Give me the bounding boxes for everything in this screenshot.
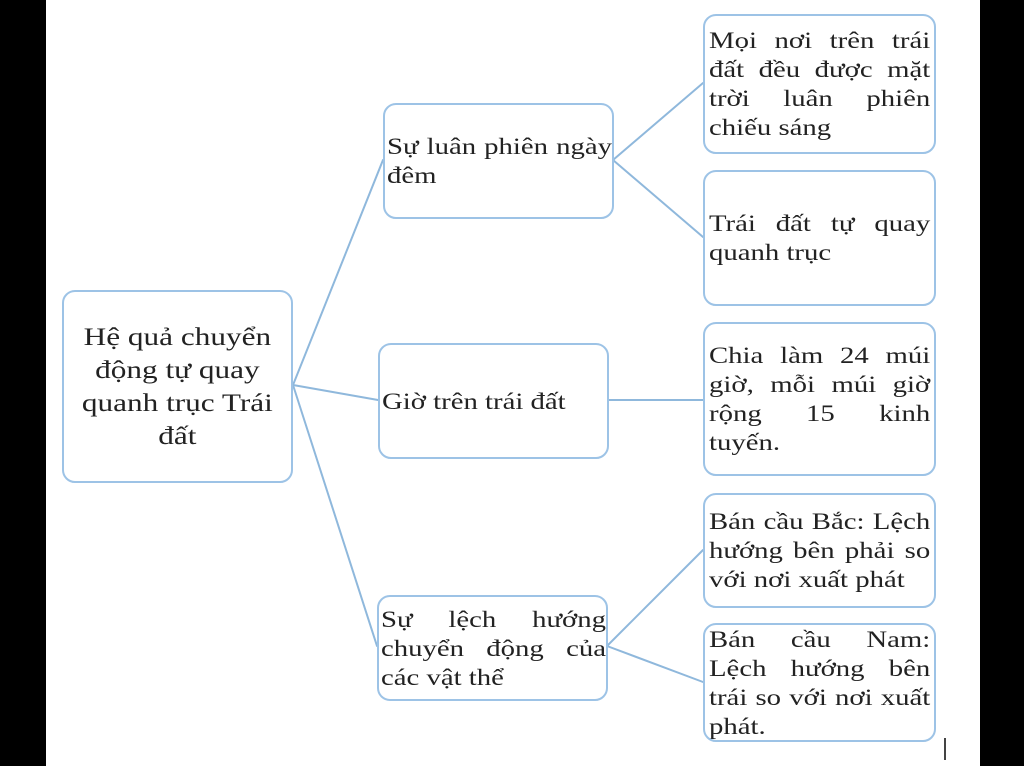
connector-deflection-to-southern	[606, 645, 704, 683]
connector-day-night-to-rotation	[612, 159, 704, 238]
connector-deflection-to-northern	[606, 549, 704, 647]
connector-root-to-deflection	[292, 384, 378, 647]
branch-node-day-night: Sự luân phiên ngày đêm	[383, 103, 614, 219]
connector-root-to-time	[292, 384, 379, 401]
leaf-node-rotation: Trái đất tự quay quanh trục	[703, 170, 936, 306]
text-cursor-mark	[944, 738, 946, 760]
leaf-node-label: Bán cầu Nam: Lệch hướng bên trái so với …	[709, 626, 931, 739]
branch-node-label: Sự lệch hướng chuyển động của các vật th…	[381, 606, 606, 690]
root-node: Hệ quả chuyển động tự quay quanh trục Tr…	[62, 290, 293, 483]
branch-node-label: Giờ trên trái đất	[382, 388, 566, 414]
leaf-node-southern-hemisphere: Bán cầu Nam: Lệch hướng bên trái so với …	[703, 623, 936, 742]
connector-day-night-to-sunlight	[612, 82, 704, 161]
leaf-node-time-zones: Chia làm 24 múi giờ, mỗi múi giờ rộng 15…	[703, 322, 936, 476]
branch-node-time: Giờ trên trái đất	[378, 343, 609, 459]
branch-node-label: Sự luân phiên ngày đêm	[387, 134, 612, 188]
leaf-node-label: Bán cầu Bắc: Lệch hướng bên phải so với …	[709, 509, 931, 592]
leaf-node-northern-hemisphere: Bán cầu Bắc: Lệch hướng bên phải so với …	[703, 493, 936, 608]
root-node-label: Hệ quả chuyển động tự quay quanh trục Tr…	[81, 323, 273, 450]
leaf-node-label: Chia làm 24 múi giờ, mỗi múi giờ rộng 15…	[709, 343, 931, 455]
connector-root-to-day-night	[292, 159, 384, 386]
leaf-node-sunlight: Mọi nơi trên trái đất đều được mặt trời …	[703, 14, 936, 154]
branch-node-deflection: Sự lệch hướng chuyển động của các vật th…	[377, 595, 608, 701]
leaf-node-label: Trái đất tự quay quanh trục	[709, 211, 931, 265]
leaf-node-label: Mọi nơi trên trái đất đều được mặt trời …	[709, 28, 931, 140]
